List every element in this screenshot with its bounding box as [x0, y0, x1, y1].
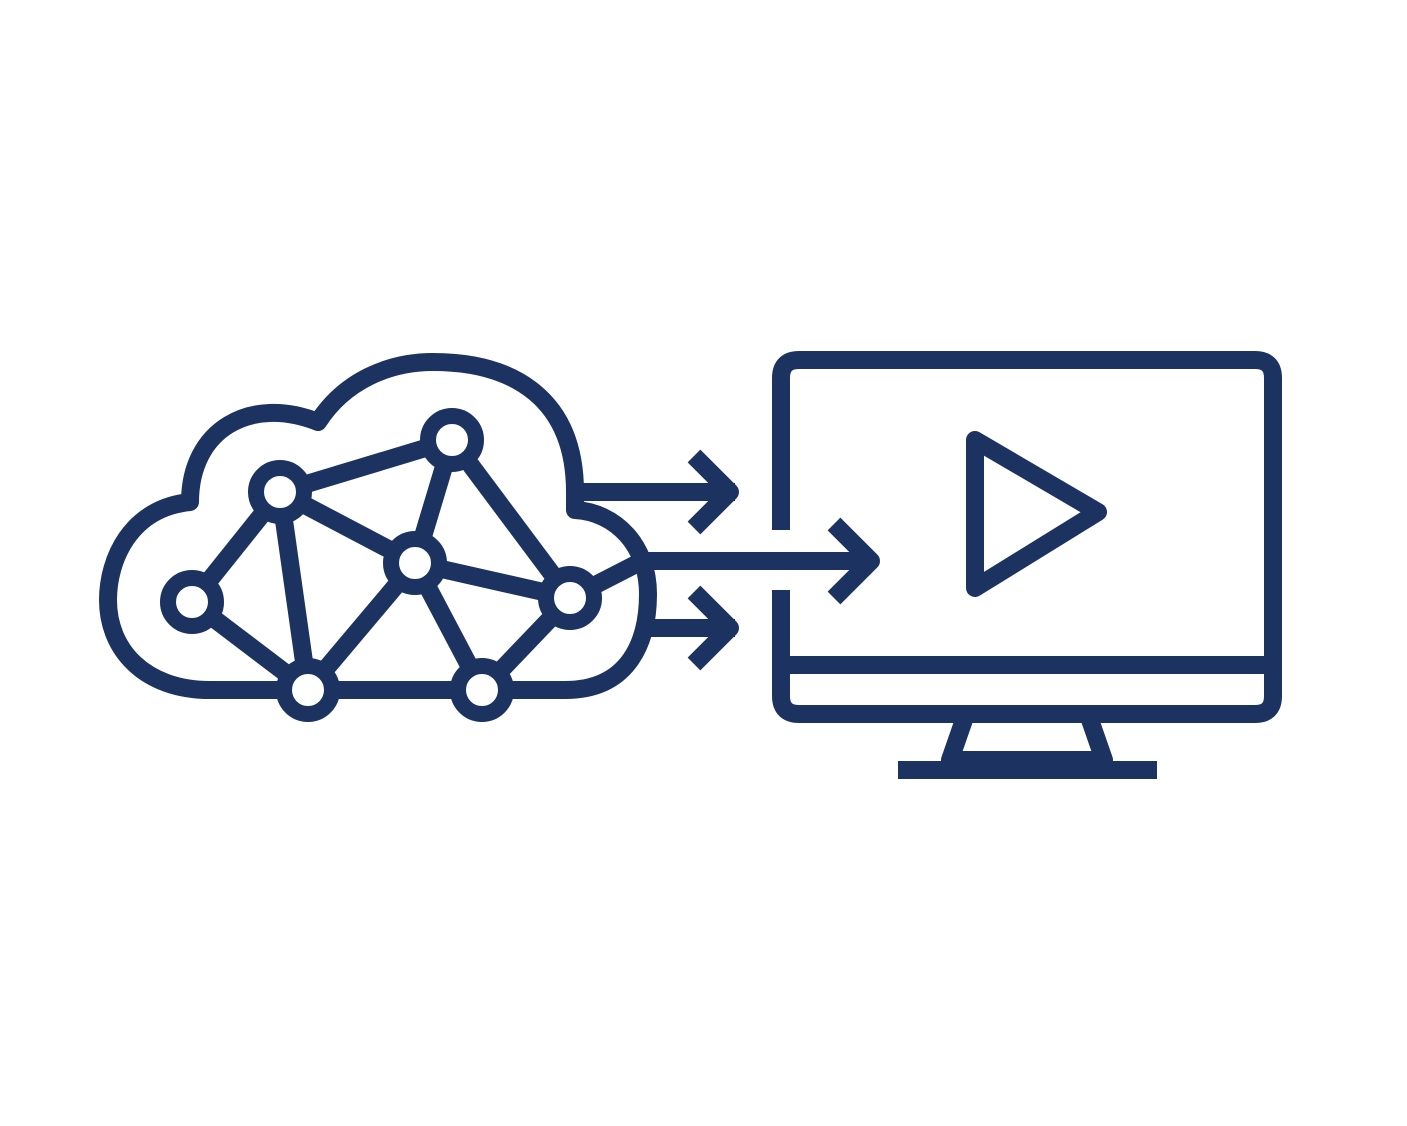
node-d: [538, 566, 602, 630]
monitor-icon: [772, 351, 1282, 779]
transfer-arrows-icon: [577, 449, 880, 671]
node-b: [420, 408, 484, 472]
node-f: [276, 658, 340, 722]
arrow-bottom: [648, 585, 739, 671]
node-c: [383, 531, 447, 595]
arrow-top: [577, 449, 739, 535]
node-e: [160, 570, 224, 634]
node-g: [450, 658, 514, 722]
play-icon: [966, 431, 1107, 597]
node-a: [248, 460, 312, 524]
link-b-d: [444, 434, 578, 604]
cloud-outline: [99, 353, 657, 699]
monitor-stand-neck: [941, 711, 1113, 769]
monitor-frame: [772, 351, 1282, 723]
network-nodes: [160, 408, 602, 722]
cloud-network-icon: [99, 353, 657, 722]
link-a-f: [271, 490, 317, 692]
arrow-middle: [648, 517, 880, 605]
